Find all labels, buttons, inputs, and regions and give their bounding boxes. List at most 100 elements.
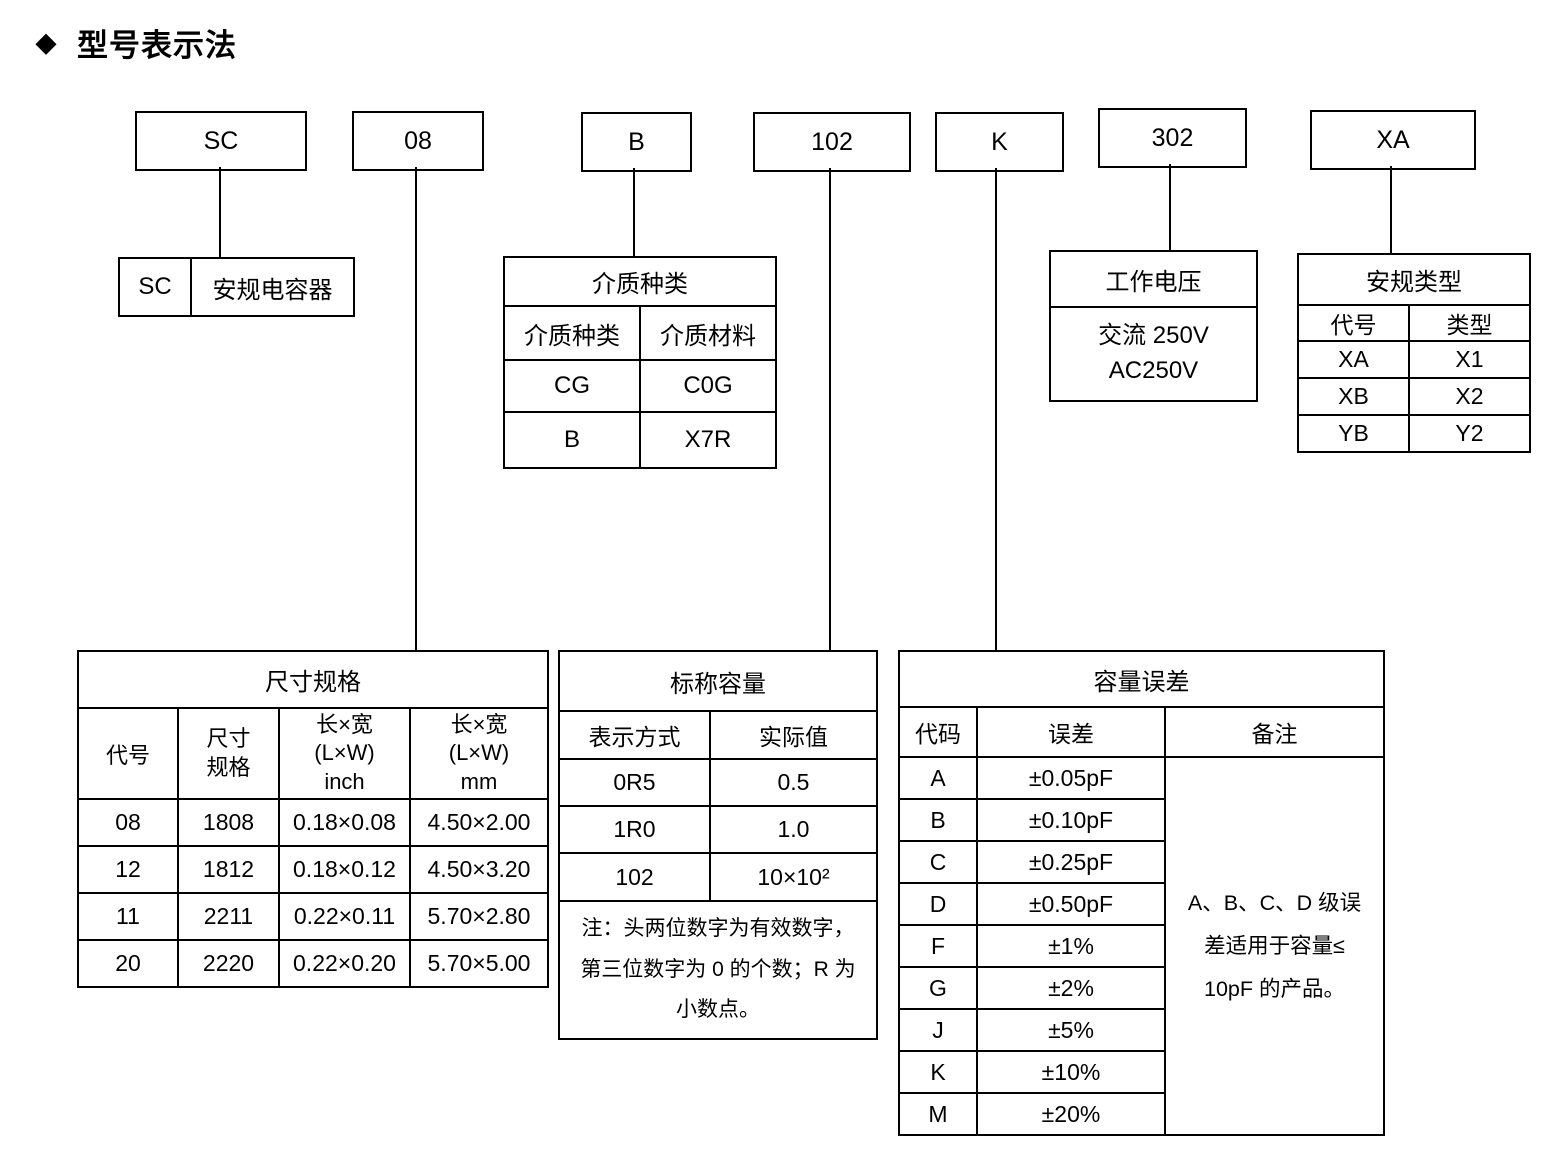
tolerance-value-cell: ±0.50pF — [976, 882, 1166, 926]
connector-line-08 — [415, 167, 417, 652]
dielectric-col1-header: 介质种类 — [503, 305, 641, 361]
tolerance-value-cell: ±0.10pF — [976, 798, 1166, 842]
voltage-table-title: 工作电压 — [1049, 250, 1258, 308]
safety-type-table: 安规类型 代号 类型 XA X1 XB X2 YB Y2 — [1297, 253, 1531, 453]
capacitance-value-cell: 0.5 — [709, 758, 878, 807]
tolerance-remark: A、B、C、D 级误差适用于容量≤ 10pF 的产品。 — [1163, 756, 1386, 1136]
table-note-row: 注：头两位数字为有效数字，第三位数字为 0 的个数；R 为小数点。 — [558, 900, 878, 1040]
connector-line-b — [633, 168, 635, 258]
table-row: M ±20% — [898, 1092, 1384, 1136]
capacitance-code-cell: 102 — [558, 852, 711, 902]
safety-col1-header: 代号 — [1297, 304, 1410, 342]
tolerance-code-cell: C — [898, 840, 978, 884]
size-code-cell: 12 — [77, 845, 179, 894]
safety-code-cell: XA — [1297, 340, 1410, 379]
table-header-row: 介质种类 介质材料 — [503, 305, 777, 361]
section-title: ◆ 型号表示法 — [36, 20, 237, 65]
table-row: G ±2% — [898, 966, 1384, 1010]
tolerance-code-cell: K — [898, 1050, 978, 1094]
dielectric-material-cell: C0G — [639, 359, 777, 413]
capacitance-code-cell: 0R5 — [558, 758, 711, 807]
table-row: A ±0.05pF A、B、C、D 级误差适用于容量≤ 10pF 的产品。 — [898, 756, 1386, 1136]
table-row: K ±10% — [898, 1050, 1384, 1094]
tolerance-col3-header: 备注 — [1163, 706, 1386, 758]
tolerance-value-cell: ±2% — [976, 966, 1166, 1010]
table-header-row: 代号 类型 — [1297, 304, 1531, 342]
tolerance-code-cell: J — [898, 1008, 978, 1052]
table-row: SC 安规电容器 — [118, 257, 355, 317]
tolerance-value-cell: ±0.25pF — [976, 840, 1166, 884]
table-row: 08 1808 0.18×0.08 4.50×2.00 — [77, 798, 549, 847]
table-row: 交流 250V AC250V — [1049, 306, 1258, 402]
size-mm-cell: 5.70×5.00 — [409, 939, 549, 988]
table-row: CG C0G — [503, 359, 777, 413]
dielectric-type-cell: CG — [503, 359, 641, 413]
connector-line-xa — [1390, 166, 1392, 255]
diamond-icon: ◆ — [36, 27, 57, 57]
tolerance-code-cell: F — [898, 924, 978, 968]
size-mm-cell: 5.70×2.80 — [409, 892, 549, 941]
table-row: 20 2220 0.22×0.20 5.70×5.00 — [77, 939, 549, 988]
tolerance-table-title: 容量误差 — [897, 650, 1386, 708]
safety-type-cell: X1 — [1408, 340, 1531, 379]
model-box-302: 302 — [1098, 108, 1247, 168]
size-spec-cell: 1812 — [177, 845, 280, 894]
dimensions-col3-header: 长×宽 (L×W) inch — [278, 707, 411, 800]
table-title-row: 工作电压 — [1049, 250, 1258, 308]
voltage-value-cell: 交流 250V AC250V — [1049, 306, 1258, 402]
table-title-row: 安规类型 — [1297, 253, 1531, 306]
tolerance-value-cell: ±20% — [976, 1092, 1166, 1136]
model-box-sc: SC — [135, 111, 307, 171]
table-title-row: 容量误差 — [897, 650, 1386, 708]
model-box-08: 08 — [352, 111, 484, 171]
dimensions-table: 尺寸规格 代号 尺寸 规格 长×宽 (L×W) inch 长×宽 (L×W) m… — [77, 650, 549, 988]
model-box-102: 102 — [753, 112, 911, 172]
dielectric-material-cell: X7R — [639, 411, 777, 469]
table-row: 1R0 1.0 — [558, 805, 878, 854]
safety-code-cell: YB — [1297, 414, 1410, 453]
capacitance-value-cell: 10×10² — [709, 852, 878, 902]
dimensions-col1-header: 代号 — [77, 707, 179, 800]
table-row: 0R5 0.5 — [558, 758, 878, 807]
size-code-cell: 11 — [77, 892, 179, 941]
table-title-row: 标称容量 — [558, 650, 878, 712]
table-title-row: 介质种类 — [503, 256, 777, 307]
model-box-k: K — [935, 112, 1064, 172]
size-mm-cell: 4.50×3.20 — [409, 845, 549, 894]
model-box-b: B — [581, 112, 692, 172]
dimensions-table-title: 尺寸规格 — [77, 650, 549, 709]
tolerance-col2-header: 误差 — [976, 706, 1166, 758]
capacitance-tolerance-table: 容量误差 代码 误差 备注 A ±0.05pF A、B、C、D 级误差适用于容量… — [897, 650, 1386, 1136]
table-header-row: 代号 尺寸 规格 长×宽 (L×W) inch 长×宽 (L×W) mm — [77, 707, 549, 800]
table-row: B ±0.10pF — [898, 798, 1384, 842]
safety-type-cell: Y2 — [1408, 414, 1531, 453]
size-spec-cell: 1808 — [177, 798, 280, 847]
safety-type-cell: X2 — [1408, 377, 1531, 416]
tolerance-value-cell: ±10% — [976, 1050, 1166, 1094]
dielectric-col2-header: 介质材料 — [639, 305, 777, 361]
connector-line-102 — [829, 168, 831, 652]
table-row: XA X1 — [1297, 340, 1531, 379]
table-row: XB X2 — [1297, 377, 1531, 416]
table-row: J ±5% — [898, 1008, 1384, 1052]
size-inch-cell: 0.18×0.08 — [278, 798, 411, 847]
safety-col2-header: 类型 — [1408, 304, 1531, 342]
tolerance-value-cell: ±0.05pF — [976, 756, 1166, 800]
safety-code-cell: XB — [1297, 377, 1410, 416]
table-row: C ±0.25pF — [898, 840, 1384, 884]
sc-legend-table: SC 安规电容器 — [118, 257, 355, 317]
size-code-cell: 08 — [77, 798, 179, 847]
tolerance-code-cell: B — [898, 798, 978, 842]
section-title-text: 型号表示法 — [77, 28, 237, 63]
table-row: 12 1812 0.18×0.12 4.50×3.20 — [77, 845, 549, 894]
capacitance-col1-header: 表示方式 — [558, 710, 711, 760]
tolerance-value-cell: ±5% — [976, 1008, 1166, 1052]
connector-line-sc — [219, 167, 221, 259]
dielectric-table-title: 介质种类 — [503, 256, 777, 307]
tolerance-code-cell: G — [898, 966, 978, 1010]
dimensions-col4-header: 长×宽 (L×W) mm — [409, 707, 549, 800]
table-row: D ±0.50pF — [898, 882, 1384, 926]
capacitance-code-cell: 1R0 — [558, 805, 711, 854]
table-row: YB Y2 — [1297, 414, 1531, 453]
